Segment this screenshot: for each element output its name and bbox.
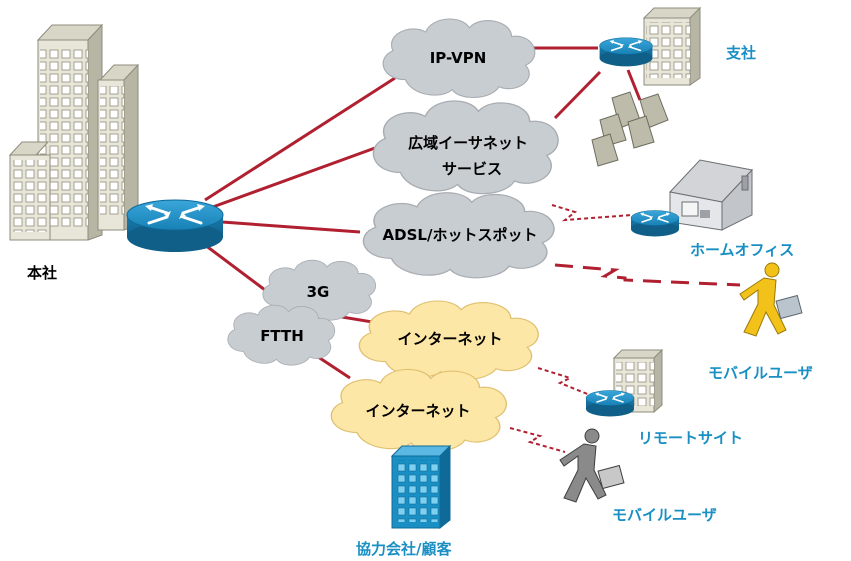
partner-label: 協力会社/顧客 <box>356 540 452 558</box>
cloud-ftth-label: FTTH <box>260 327 304 345</box>
link-internet-remote-site <box>537 367 591 396</box>
remote-site-router-icon <box>585 389 635 418</box>
cloud-wide-ethernet-label-2: サービス <box>442 160 502 178</box>
home-office-router-icon <box>630 209 680 238</box>
cloud-3g: 3G <box>262 259 377 321</box>
cloud-ipvpn-label: IP-VPN <box>430 49 487 67</box>
cloud-adsl-hotspot: ADSL/ホットスポット <box>362 192 555 279</box>
cloud-internet-1: インターネット <box>358 300 539 381</box>
cloud-internet-2-label: インターネット <box>365 402 470 420</box>
home-office-house-icon <box>669 159 753 231</box>
wan-links <box>204 46 642 380</box>
link-adsl-home-office <box>551 204 633 222</box>
link-hq-adsl <box>221 220 361 234</box>
home-office-label: ホームオフィス <box>690 241 794 259</box>
branch-label: 支社 <box>725 44 756 62</box>
remote-site-label: リモートサイト <box>638 429 743 447</box>
cloud-wide-ethernet: 広域イーサネット サービス <box>372 100 559 195</box>
cloud-adsl-label: ADSL/ホットスポット <box>383 226 538 244</box>
branch-router-icon <box>598 36 654 68</box>
link-hq-3g <box>204 243 266 292</box>
cloud-ipvpn: IP-VPN <box>382 18 536 99</box>
cloud-internet-1-label: インターネット <box>397 330 502 348</box>
mobile-user-2-icon <box>559 428 625 503</box>
link-wide-ethernet-branch <box>553 70 602 120</box>
dashed-links <box>509 204 633 453</box>
hq-router-icon <box>125 198 225 254</box>
branch-terminals-icon <box>591 91 669 167</box>
mobile-user-1-label: モバイルユーザ <box>708 364 813 382</box>
mobile-user-2-label: モバイルユーザ <box>612 506 717 524</box>
link-internet-mobile-2 <box>509 427 566 453</box>
link-hq-wide-ethernet <box>209 146 376 210</box>
link-branch-terminals <box>626 69 642 101</box>
cloud-wide-ethernet-label-1: 広域イーサネット <box>408 134 528 152</box>
cloud-3g-label: 3G <box>307 283 330 301</box>
partner-building-icon <box>390 444 452 530</box>
dashed-link-mobile-1 <box>554 263 741 287</box>
link-hq-ipvpn <box>204 76 396 202</box>
mobile-user-1-icon <box>739 262 803 337</box>
cloud-internet-2: インターネット <box>330 368 507 452</box>
cloud-ftth: FTTH <box>227 304 336 366</box>
hq-building-icon <box>8 23 140 241</box>
hq-label: 本社 <box>27 264 57 282</box>
